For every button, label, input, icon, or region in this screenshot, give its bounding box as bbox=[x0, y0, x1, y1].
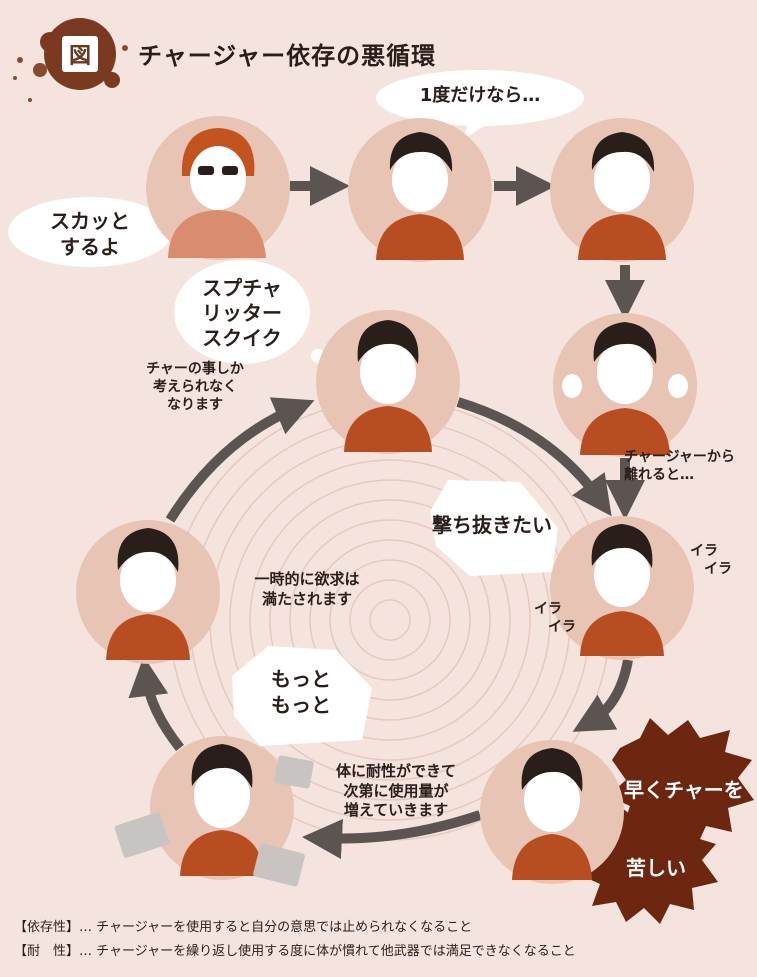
note-tolerance: 【耐 性】… チャージャーを繰り返し使用する度に体が慣れて他武器では満足できなく… bbox=[14, 944, 576, 959]
arrow-8 bbox=[128, 656, 184, 752]
bubble-ichido bbox=[376, 70, 584, 126]
bubble-spu bbox=[174, 260, 310, 364]
character-friend bbox=[146, 116, 290, 260]
bubble-text-uchinuki: 撃ち抜きたい bbox=[432, 513, 552, 537]
character-satisfied bbox=[76, 520, 220, 664]
caption-ira-right: イラ イラ bbox=[690, 543, 732, 578]
bubble-text-motto: もっと もっと bbox=[271, 667, 331, 717]
caption-hanareru: チャージャーから 離れると… bbox=[624, 449, 735, 484]
character-obsessed bbox=[316, 310, 460, 454]
bubble-text-sukatto: スカッと するよ bbox=[50, 209, 130, 259]
character-suffering bbox=[480, 740, 624, 884]
character-irritated bbox=[553, 313, 697, 457]
arrow-6 bbox=[572, 659, 633, 732]
caption-ira-left: イラ イラ bbox=[534, 601, 576, 636]
characters bbox=[76, 116, 697, 887]
bubble-text-ichido: 1度だけなら… bbox=[419, 85, 541, 106]
speech-bubbles bbox=[8, 70, 584, 746]
caption-taisei: 体に耐性ができて 次第に使用量が 増えていきます bbox=[335, 762, 456, 819]
arrow-5 bbox=[456, 397, 612, 517]
bubble-text-spu: スプチャ リッター スクイク bbox=[202, 276, 282, 350]
burst-text-hayaku: 早くチャーを bbox=[624, 778, 744, 802]
caption-ichiji: 一時的に欲求は 満たされます bbox=[254, 570, 360, 608]
diagram-title: チャージャー依存の悪循環 bbox=[138, 42, 437, 70]
character-tolerance bbox=[114, 736, 314, 887]
bubble-motto bbox=[232, 646, 372, 746]
caption-only-char: チャーの事しか 考えられなく なります bbox=[146, 361, 244, 414]
bubble-ichido-tail bbox=[462, 120, 488, 140]
character-curious bbox=[348, 118, 492, 262]
bubble-uchinuki bbox=[430, 480, 558, 576]
character-worried bbox=[550, 118, 694, 262]
flow-arrows bbox=[128, 166, 645, 859]
figure-label: 図 bbox=[62, 36, 98, 72]
note-dependence: 【依存性】… チャージャーを使用すると自分の意思では止められなくなること bbox=[14, 920, 473, 935]
arrow-9 bbox=[165, 397, 315, 523]
burst-hayaku bbox=[608, 718, 754, 848]
bubble-sukatto bbox=[8, 197, 172, 267]
arrow-7 bbox=[302, 810, 482, 859]
burst-text-kurushii: 苦しい bbox=[626, 856, 686, 880]
character-frustrated bbox=[550, 516, 694, 660]
